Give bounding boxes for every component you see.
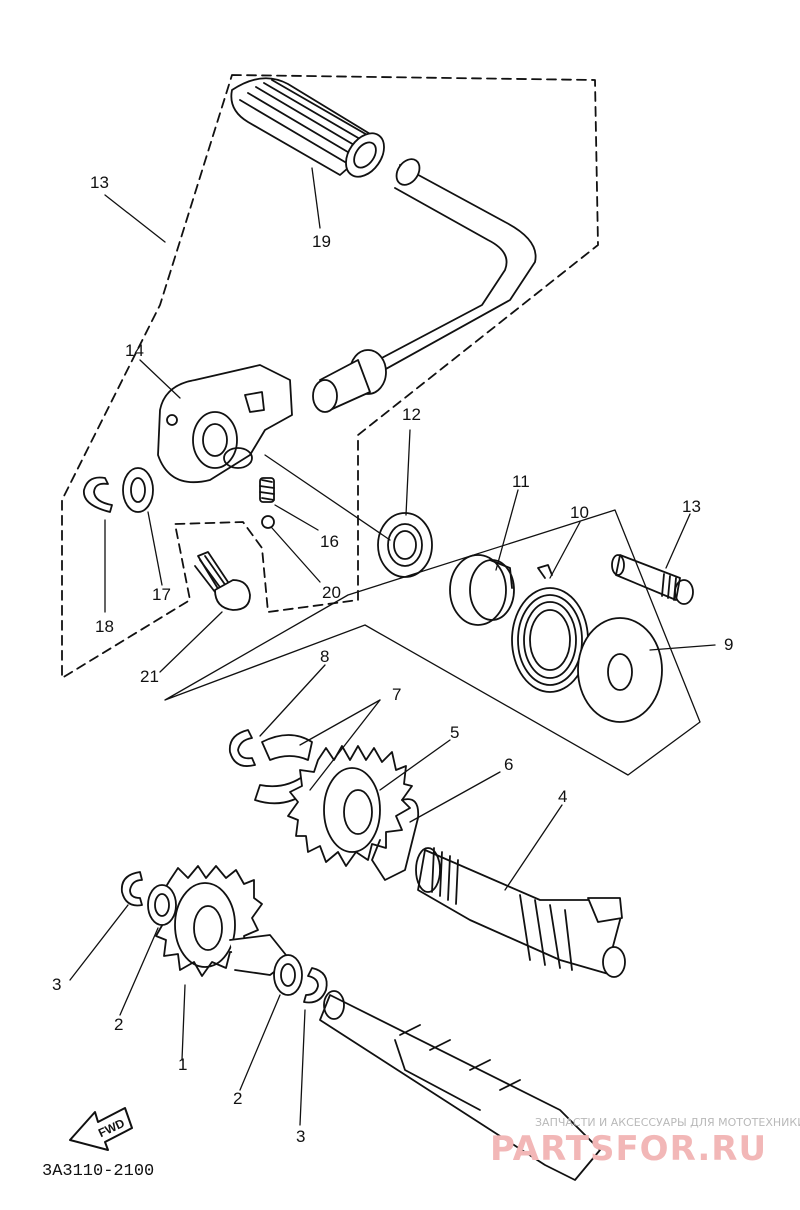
part-label-20: 20 [322, 583, 341, 602]
part-label-1: 1 [178, 1055, 187, 1074]
part-label-3a: 3 [52, 975, 61, 994]
part-label-3b: 3 [296, 1127, 305, 1146]
part-label-6: 6 [504, 755, 513, 774]
washer [122, 467, 154, 513]
part-label-4: 4 [558, 787, 567, 806]
part-label-11: 11 [512, 472, 530, 491]
torsion-spring [511, 564, 589, 693]
part-label-10: 10 [570, 503, 589, 522]
idler-gear [155, 865, 291, 977]
spring-pin [611, 554, 694, 605]
fwd-arrow-icon [69, 1107, 133, 1151]
watermark-tagline: ЗАПЧАСТИ И АКСЕССУАРЫ ДЛЯ МОТОТЕХНИКИ [535, 1116, 800, 1129]
detent-ball [261, 515, 275, 529]
part-label-8: 8 [320, 647, 329, 666]
spring-clip [371, 798, 420, 881]
plate-washer [577, 617, 663, 723]
part-label-13: 13 [682, 497, 701, 516]
watermark-logo: PARTSFOR.RU [490, 1129, 767, 1169]
kick-crank-group-outline [61, 74, 599, 679]
washer-lower-right [273, 954, 303, 996]
circlip-upper [83, 476, 113, 513]
part-label-14: 13 [90, 173, 109, 192]
circlip-lower-right [303, 967, 328, 1004]
leader-lines [69, 167, 716, 1126]
kick-boss [157, 364, 293, 484]
washer-lower-left [147, 884, 177, 926]
kick-lever-arm [312, 158, 537, 413]
circlip-lower-left [120, 871, 143, 907]
kick-axle [415, 847, 626, 978]
part-label-7: 7 [392, 685, 401, 704]
part-label-12: 12 [402, 405, 421, 424]
spring-guide [449, 554, 515, 626]
part-label-19: 19 [312, 232, 331, 251]
gear-group-outline [164, 509, 701, 776]
pinch-bolt [194, 551, 251, 611]
part-label-9: 9 [724, 635, 733, 654]
part-label-21: 21 [140, 667, 159, 686]
part-label-2b: 2 [233, 1089, 242, 1108]
part-label-18: 18 [95, 617, 114, 636]
part-code: 3A3110-2100 [42, 1162, 154, 1181]
part-label-15: 14 [125, 341, 144, 360]
part-label-17: 17 [152, 585, 171, 604]
circlip-8 [228, 729, 256, 767]
kick-grip [230, 77, 385, 178]
oil-seal [377, 512, 433, 578]
ratchet-gear [287, 745, 413, 867]
main-shaft [319, 990, 601, 1181]
part-label-16: 16 [320, 532, 339, 551]
detent-spring [259, 477, 275, 503]
part-label-5: 5 [450, 723, 459, 742]
part-label-2a: 2 [114, 1015, 123, 1034]
